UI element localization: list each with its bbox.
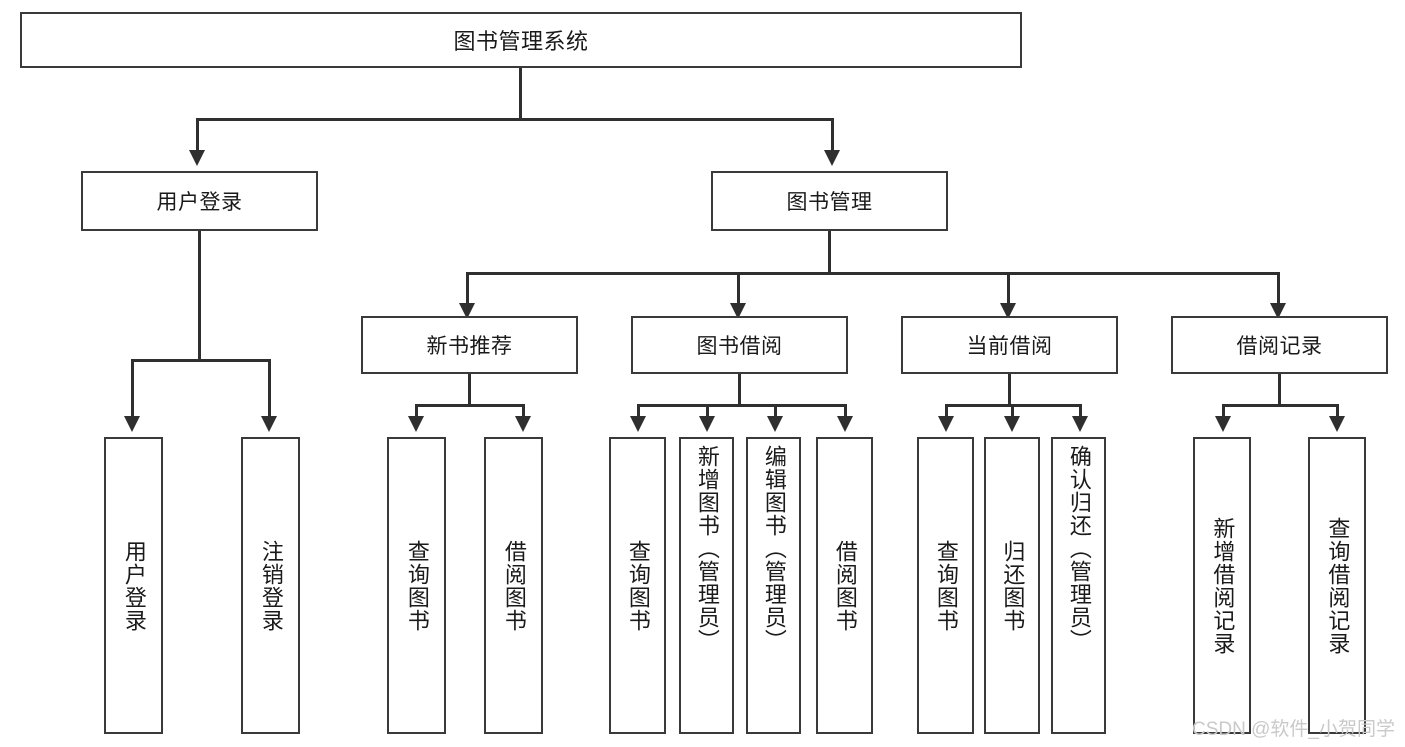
leaf-label: 注销登录 [258, 539, 284, 632]
arrow-br-leaf-2 [1329, 416, 1345, 432]
edge-nbr-bus [415, 404, 525, 407]
leaf-label: 确认归还（管理员） [1066, 445, 1092, 652]
node-new-book-recommend[interactable]: 新书推荐 [361, 316, 578, 374]
edge-root-bus [196, 118, 834, 121]
leaf-bb-query-book[interactable]: 查询图书 [609, 437, 666, 734]
edge-bm-drop-2 [737, 272, 740, 304]
edge-cb-stem [1008, 374, 1011, 406]
leaf-label: 借阅图书 [832, 539, 858, 632]
leaf-label: 编辑图书（管理员） [761, 445, 787, 652]
arrow-bb-leaf-4 [837, 416, 853, 432]
node-current-borrow[interactable]: 当前借阅 [901, 316, 1118, 374]
leaf-nbr-query-book[interactable]: 查询图书 [387, 437, 446, 734]
node-label: 图书借阅 [696, 335, 783, 358]
node-label: 图书管理 [786, 191, 873, 214]
leaf-cb-confirm-return-admin[interactable]: 确认归还（管理员） [1051, 437, 1106, 734]
leaf-bb-borrow-book[interactable]: 借阅图书 [816, 437, 873, 734]
arrow-bm-to-book-borrow [730, 303, 746, 319]
edge-book-management-stem [828, 231, 831, 274]
edge-bb-stem [738, 374, 741, 406]
leaf-label: 查询借阅记录 [1325, 516, 1351, 655]
leaf-label: 借阅图书 [501, 539, 527, 632]
edge-root-to-user-login [196, 118, 199, 151]
edge-user-login-drop-2 [268, 359, 271, 417]
arrow-bb-leaf-1 [630, 416, 646, 432]
node-label: 新书推荐 [426, 335, 513, 358]
edge-cb-drop-1 [945, 404, 948, 417]
edge-user-login-bus [131, 359, 270, 362]
arrow-nbr-leaf-2 [515, 416, 531, 432]
leaf-label: 查询图书 [625, 539, 651, 632]
edge-nbr-drop-1 [415, 404, 418, 417]
node-book-borrow[interactable]: 图书借阅 [631, 316, 848, 374]
edge-cb-drop-2 [1011, 404, 1014, 417]
node-book-management[interactable]: 图书管理 [711, 171, 948, 231]
leaf-label: 新增借阅记录 [1210, 516, 1236, 655]
edge-bm-drop-4 [1277, 272, 1280, 304]
arrow-cb-leaf-3 [1072, 416, 1088, 432]
arrow-cb-leaf-1 [938, 416, 954, 432]
arrow-br-leaf-1 [1215, 416, 1231, 432]
arrow-root-to-user-login [189, 150, 205, 166]
leaf-label: 归还图书 [1000, 539, 1026, 632]
leaf-bb-edit-book-admin[interactable]: 编辑图书（管理员） [746, 437, 801, 734]
leaf-label: 查询图书 [404, 539, 430, 632]
arrow-user-login-leaf-1 [124, 416, 140, 432]
leaf-user-login-logout[interactable]: 注销登录 [241, 437, 300, 734]
leaf-user-login-login[interactable]: 用户登录 [104, 437, 163, 734]
arrow-bm-to-borrow-record [1270, 303, 1286, 319]
arrow-cb-leaf-2 [1004, 416, 1020, 432]
node-root-book-management-system[interactable]: 图书管理系统 [20, 12, 1022, 68]
edge-user-login-stem [198, 231, 201, 361]
edge-nbr-stem [468, 374, 471, 406]
arrow-user-login-leaf-2 [261, 416, 277, 432]
edge-root-stem [519, 68, 522, 120]
leaf-cb-return-book[interactable]: 归还图书 [984, 437, 1040, 734]
arrow-nbr-leaf-1 [408, 416, 424, 432]
leaf-label: 查询图书 [933, 539, 959, 632]
edge-book-management-bus [466, 272, 1280, 275]
edge-br-drop-1 [1222, 404, 1225, 417]
edge-bb-drop-4 [844, 404, 847, 417]
edge-nbr-drop-2 [522, 404, 525, 417]
leaf-label: 新增图书（管理员） [694, 445, 720, 652]
leaf-br-query-record[interactable]: 查询借阅记录 [1308, 437, 1366, 734]
arrow-bb-leaf-3 [767, 416, 783, 432]
edge-br-bus [1222, 404, 1339, 407]
edge-root-to-book-management [831, 118, 834, 151]
edge-br-drop-2 [1336, 404, 1339, 417]
leaf-label: 用户登录 [121, 539, 147, 632]
edge-bb-drop-1 [637, 404, 640, 417]
node-label: 图书管理系统 [453, 29, 589, 54]
edge-bb-drop-3 [774, 404, 777, 417]
arrow-root-to-book-management [824, 150, 840, 166]
leaf-cb-query-book[interactable]: 查询图书 [917, 437, 974, 734]
edge-bb-drop-2 [706, 404, 709, 417]
arrow-bm-to-current-borrow [1000, 303, 1016, 319]
node-label: 借阅记录 [1236, 335, 1323, 358]
node-label: 当前借阅 [966, 335, 1053, 358]
edge-bm-drop-3 [1007, 272, 1010, 304]
node-label: 用户登录 [156, 191, 243, 214]
edge-br-stem [1278, 374, 1281, 406]
leaf-br-add-record[interactable]: 新增借阅记录 [1193, 437, 1251, 734]
arrow-bb-leaf-2 [699, 416, 715, 432]
leaf-bb-add-book-admin[interactable]: 新增图书（管理员） [679, 437, 734, 734]
edge-cb-drop-3 [1079, 404, 1082, 417]
node-borrow-record[interactable]: 借阅记录 [1171, 316, 1388, 374]
arrow-bm-to-new-book-recommend [459, 303, 475, 319]
edge-user-login-drop-1 [131, 359, 134, 417]
edge-bm-drop-1 [466, 272, 469, 304]
edge-bb-bus [637, 404, 847, 407]
node-user-login[interactable]: 用户登录 [81, 171, 318, 231]
leaf-nbr-borrow-book[interactable]: 借阅图书 [484, 437, 543, 734]
